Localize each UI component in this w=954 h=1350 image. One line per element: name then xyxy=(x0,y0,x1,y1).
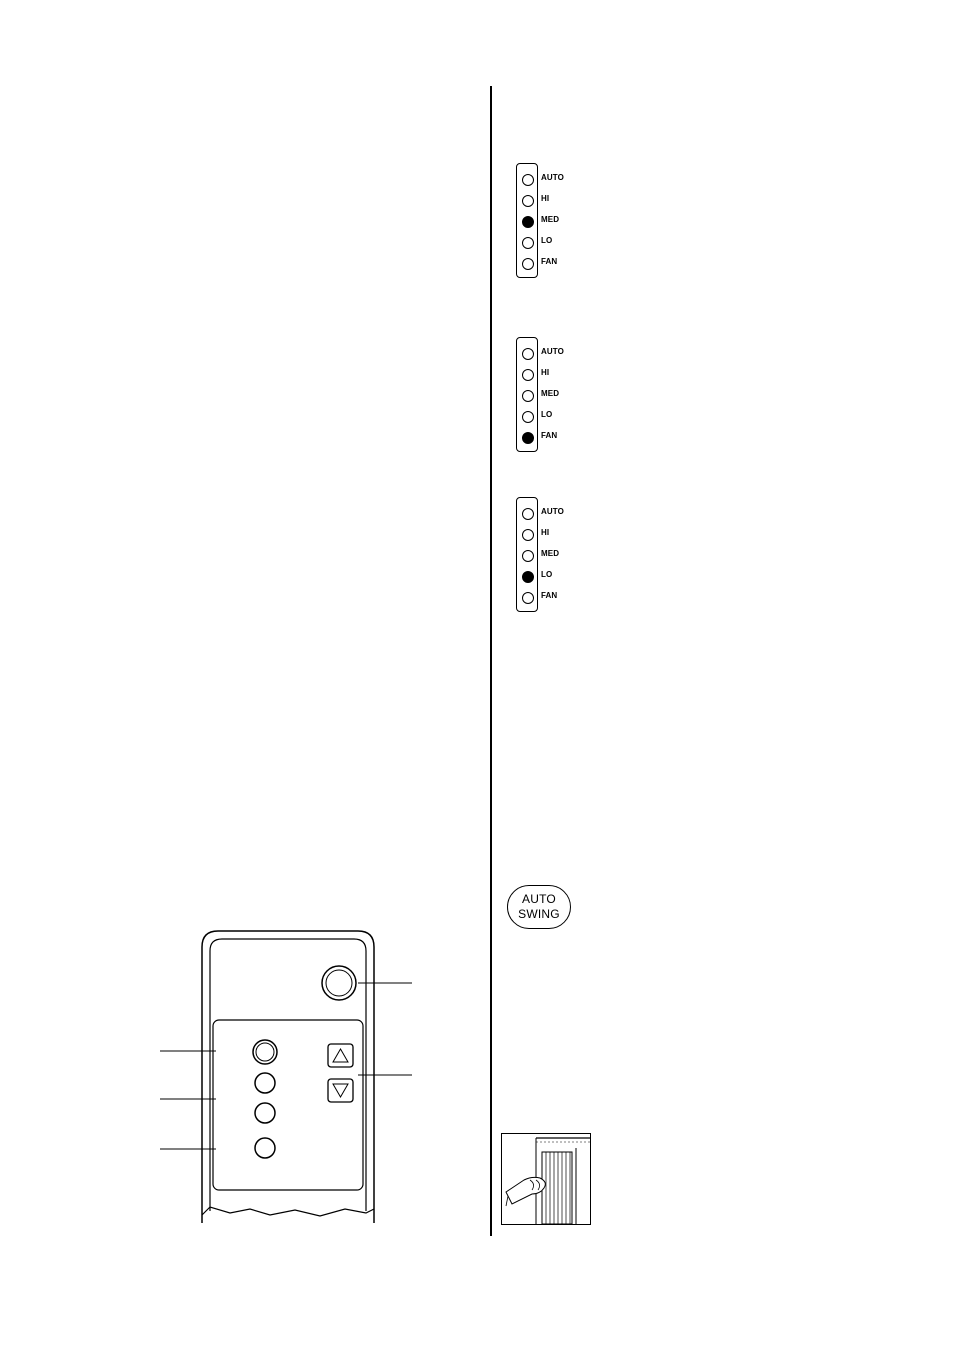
speed-row-med: MED xyxy=(517,212,637,232)
speed-row-lo: LO xyxy=(517,407,637,427)
remote-inner-body xyxy=(209,938,367,1211)
indicator-led-active xyxy=(522,432,534,444)
speed-row-hi: HI xyxy=(517,191,637,211)
swing-button[interactable] xyxy=(254,1137,276,1159)
louver-adjust-illustration xyxy=(501,1133,591,1225)
indicator-led-active xyxy=(522,571,534,583)
speed-row-med: MED xyxy=(517,386,637,406)
speed-label: LO xyxy=(541,410,553,419)
speed-label: MED xyxy=(541,549,560,558)
indicator-led xyxy=(522,258,534,270)
indicator-led-active xyxy=(522,216,534,228)
speed-label: AUTO xyxy=(541,347,564,356)
remote-outer-body xyxy=(201,930,375,1223)
triangle-up-icon xyxy=(332,1047,349,1063)
indicator-led xyxy=(522,174,534,186)
fan-speed-panel-3: AUTO HI MED LO FAN xyxy=(516,497,564,612)
speed-row-hi: HI xyxy=(517,525,637,545)
mode-button[interactable] xyxy=(252,1039,278,1065)
column-divider xyxy=(490,86,492,1236)
speed-label: LO xyxy=(541,570,553,579)
speed-row-lo: LO xyxy=(517,233,637,253)
remote-torn-edge xyxy=(201,1206,375,1217)
control-panel xyxy=(212,1019,364,1191)
fan-speed-panel-1: AUTO HI MED LO FAN xyxy=(516,163,564,278)
power-button[interactable] xyxy=(321,965,357,1001)
speed-label: LO xyxy=(541,236,553,245)
speed-row-auto: AUTO xyxy=(517,170,637,190)
indicator-led xyxy=(522,369,534,381)
hand-adjusting-louver-icon xyxy=(505,1137,590,1224)
speed-row-fan: FAN xyxy=(517,588,637,608)
speed-label: FAN xyxy=(541,257,558,266)
speed-row-fan: FAN xyxy=(517,428,637,448)
indicator-led xyxy=(522,592,534,604)
remote-control-illustration xyxy=(160,930,412,1223)
speed-label: HI xyxy=(541,528,550,537)
timer-button[interactable] xyxy=(254,1102,276,1124)
speed-label: AUTO xyxy=(541,173,564,182)
speed-row-auto: AUTO xyxy=(517,344,637,364)
indicator-led xyxy=(522,508,534,520)
auto-swing-label-line2: SWING xyxy=(518,907,560,921)
speed-row-fan: FAN xyxy=(517,254,637,274)
fan-speed-panel-2: AUTO HI MED LO FAN xyxy=(516,337,564,452)
auto-swing-label-line1: AUTO xyxy=(522,892,556,906)
indicator-led xyxy=(522,195,534,207)
indicator-led xyxy=(522,411,534,423)
speed-row-med: MED xyxy=(517,546,637,566)
temp-up-button[interactable] xyxy=(327,1043,354,1068)
indicator-led xyxy=(522,237,534,249)
indicator-led xyxy=(522,390,534,402)
fan-speed-button[interactable] xyxy=(254,1072,276,1094)
speed-row-hi: HI xyxy=(517,365,637,385)
triangle-down-icon xyxy=(332,1083,349,1099)
speed-label: AUTO xyxy=(541,507,564,516)
temp-down-button[interactable] xyxy=(327,1078,354,1103)
indicator-led xyxy=(522,550,534,562)
speed-label: HI xyxy=(541,368,550,377)
speed-row-auto: AUTO xyxy=(517,504,637,524)
speed-label: HI xyxy=(541,194,550,203)
auto-swing-button[interactable]: AUTO SWING xyxy=(507,885,571,929)
speed-label: FAN xyxy=(541,431,558,440)
indicator-led xyxy=(522,529,534,541)
speed-label: MED xyxy=(541,389,560,398)
indicator-led xyxy=(522,348,534,360)
speed-label: FAN xyxy=(541,591,558,600)
speed-row-lo: LO xyxy=(517,567,637,587)
speed-label: MED xyxy=(541,215,560,224)
